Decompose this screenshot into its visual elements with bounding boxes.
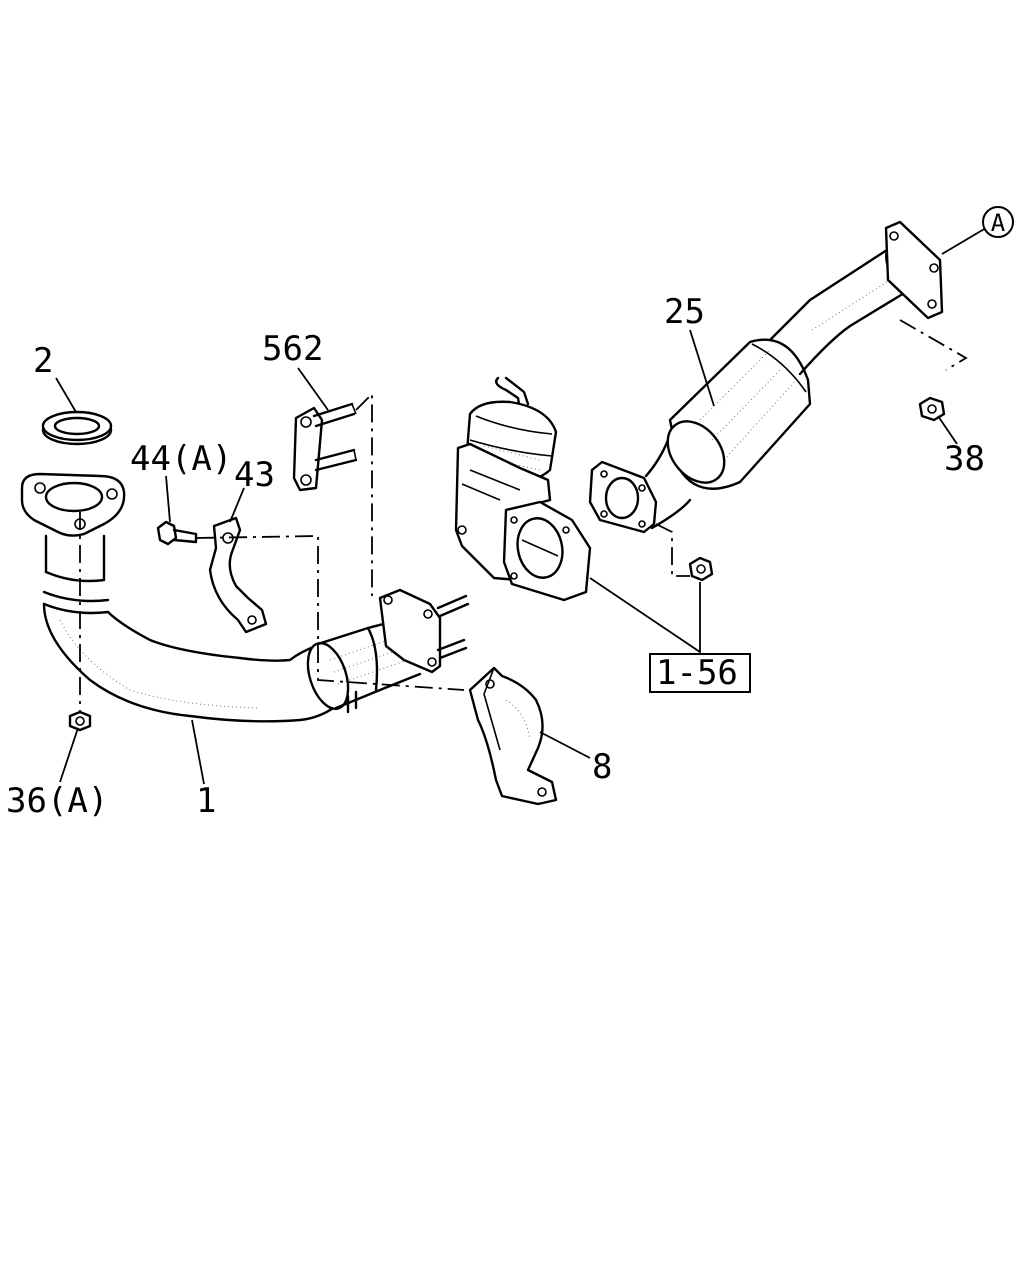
label-8: 8 (592, 747, 612, 787)
label-1: 1 (196, 781, 216, 821)
alignment-lines (79, 319, 968, 712)
callouts: 2 562 44(A) 43 25 38 8 36(A) 1 1-56 A (6, 206, 1014, 821)
part-1-front-pipe (20, 472, 470, 723)
label-38: 38 (944, 439, 985, 479)
part-38-nut (918, 396, 946, 422)
part-562-bolts (292, 402, 358, 492)
part-43-bracket (208, 516, 268, 634)
label-1-56-box: 1-56 (649, 653, 751, 693)
leader-lines (55, 227, 987, 785)
part-1-56-exhaust-brake (454, 376, 592, 602)
label-44a: 44(A) (130, 439, 232, 479)
part-25-rear-pipe (644, 220, 944, 530)
label-562: 562 (262, 329, 323, 369)
reference-a-marker: A (982, 206, 1014, 238)
flange-nut (688, 556, 714, 582)
part-44a-bolt (156, 520, 198, 546)
part-36a-nut (68, 710, 92, 732)
label-36a: 36(A) (6, 781, 108, 821)
reference-a-label: A (991, 209, 1006, 237)
label-1-56: 1-56 (656, 653, 738, 693)
label-43: 43 (234, 455, 275, 495)
label-25: 25 (664, 292, 705, 332)
label-2: 2 (33, 341, 53, 381)
flange-gasket (588, 460, 658, 534)
part-8-heat-shield (468, 666, 558, 806)
part-2-gasket (41, 410, 113, 446)
